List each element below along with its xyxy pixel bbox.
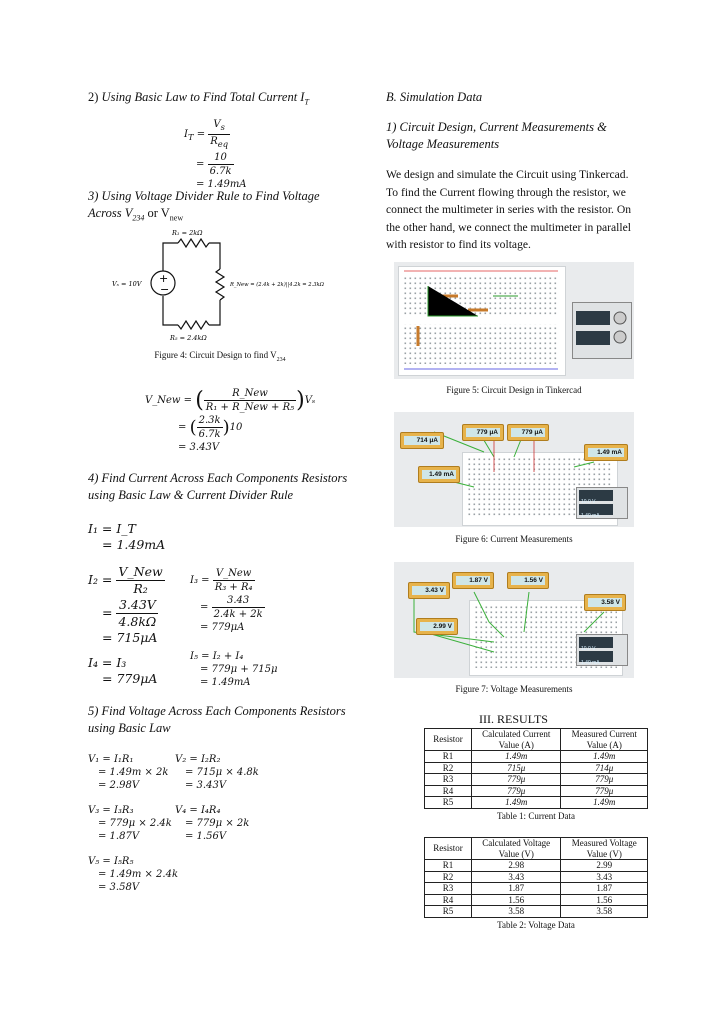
eq-v1: V₁ = I₁R₁= 1.49m × 2k= 2.98V — [88, 754, 169, 791]
power-supply: 10.0 V 1.49 mA — [576, 487, 628, 519]
section-3-heading: 3) Using Voltage Divider Rule to Find Vo… — [88, 189, 320, 223]
table-2-caption: Table 2: Voltage Data — [497, 920, 575, 930]
figure-7-image: 3.43 V 1.87 V 1.56 V 3.58 V 2.99 V 10.0 … — [394, 562, 634, 678]
power-supply: 10.0 V 1.49 mA — [576, 634, 628, 666]
figure-6-caption: Figure 6: Current Measurements — [455, 534, 573, 544]
table-1-caption: Table 1: Current Data — [496, 811, 576, 821]
vs-label: Vₛ = 10V — [112, 280, 143, 288]
eq-i1: I₁ = I_T = 1.49mA — [88, 521, 166, 552]
multimeter-4: 3.58 V — [584, 594, 626, 611]
r5-label: R₅ = 2.4kΩ — [169, 334, 207, 342]
results-heading: III. RESULTS — [479, 712, 548, 726]
circuit-schematic: + − R₁ = 2kΩ Vₛ = 10V R_New = (2.4k + 2k… — [112, 229, 325, 342]
multimeter-5: 2.99 V — [416, 618, 458, 635]
svg-text:−: − — [160, 283, 169, 296]
svg-text:+: + — [159, 272, 168, 285]
section-4-heading: 4) Find Current Across Each Components R… — [88, 471, 348, 502]
multimeter-3: 1.56 V — [507, 572, 549, 589]
eq-v2: V₂ = I₂R₂= 715μ × 4.8k= 3.43V — [175, 754, 259, 791]
r1-label: R₁ = 2kΩ — [171, 229, 203, 237]
eq-i5: I₅ = I₂ + I₄ = 779μ + 715μ = 1.49mA — [190, 651, 278, 688]
table-voltage: Resistor Calculated Voltage Value (V) Me… — [424, 837, 648, 918]
figure-6-image: 714 μA 779 μA 779 μA 1.49 mA 1.49 mA 10.… — [394, 412, 634, 527]
eq-v5: V₅ = I₅R₅= 1.49m × 2.4k= 3.58V — [88, 856, 179, 893]
multimeter-3: 779 μA — [507, 424, 549, 441]
eq-v3: V₃ = I₃R₃= 779μ × 2.4k= 1.87V — [88, 805, 172, 842]
body-paragraph: We design and simulate the Circuit using… — [386, 168, 632, 251]
eq-v4: V₄ = I₄R₄= 779μ × 2k= 1.56V — [175, 805, 250, 842]
table-header: Resistor Calculated Voltage Value (V) Me… — [424, 837, 648, 860]
table-current: Resistor Calculated Current Value (A) Me… — [424, 728, 648, 809]
breadboard-holes — [404, 270, 558, 370]
multimeter-2: 1.87 V — [452, 572, 494, 589]
wires — [413, 591, 605, 653]
multimeter-2: 779 μA — [462, 424, 504, 441]
multimeter-1: 3.43 V — [408, 582, 450, 599]
subsection-1-heading: 1) Circuit Design, Current Measurements … — [386, 120, 607, 151]
figure-7-caption: Figure 7: Voltage Measurements — [455, 684, 573, 694]
rnew-label: R_New = (2.4k + 2k)||4.2k = 2.3kΩ — [229, 281, 325, 288]
section-2-heading: 2) Using Basic Law to Find Total Current… — [88, 90, 309, 107]
multimeter-4: 1.49 mA — [584, 444, 628, 461]
multimeter-5: 1.49 mA — [418, 466, 460, 483]
multimeter-1: 714 μA — [400, 432, 444, 449]
eq-i4: I₄ = I₃ = 779μA — [88, 655, 158, 686]
figure-5-caption: Figure 5: Circuit Design in Tinkercad — [446, 385, 582, 395]
figure-5-image — [394, 262, 634, 379]
section-b-heading: B. Simulation Data — [386, 90, 483, 104]
power-supply — [572, 302, 632, 359]
figure-4-caption: Figure 4: Circuit Design to find V234 — [154, 350, 286, 363]
table-header: Resistor Calculated Current Value (A) Me… — [424, 728, 648, 751]
section-5-heading: 5) Find Voltage Across Each Components R… — [88, 704, 346, 735]
